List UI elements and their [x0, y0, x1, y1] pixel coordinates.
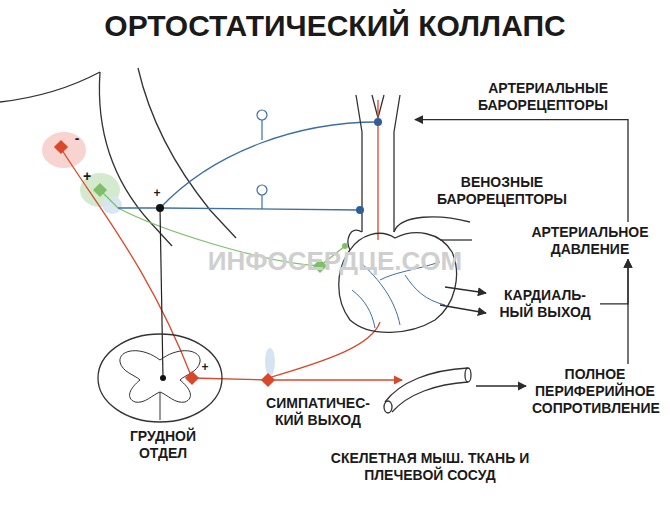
- node-text: ПОЛНОЕ ПЕРИФЕРИЙНОЕ СОПРОТИВЛЕНИЕ: [532, 366, 658, 416]
- watermark: ИНФОСЕРДЦЕ.COM: [170, 246, 500, 277]
- cardiac-sympathetic: [268, 322, 380, 378]
- diagram-title: ОРТОСТАТИЧЕСКИЙ КОЛЛАПС: [0, 8, 670, 44]
- arm-outline: [0, 68, 236, 246]
- resistance-arrow: [476, 385, 526, 386]
- sign-mark: +: [150, 186, 164, 200]
- flow-arrow: [627, 260, 628, 364]
- part-label: ГРУДНОЙ ОТДЕЛ: [118, 428, 208, 462]
- ganglion: [257, 110, 267, 209]
- spinal-cord: [98, 334, 222, 422]
- sign-mark: -: [70, 130, 84, 147]
- sensory-nerve: [62, 150, 192, 378]
- brachial-vessel: [384, 368, 471, 413]
- flow-arrow: [415, 120, 628, 222]
- text-node: КАРДИАЛЬ- НЫЙ ВЫХОД: [490, 285, 600, 323]
- receptor-zone: [42, 132, 86, 168]
- output-arrow: [445, 287, 486, 293]
- sympathetic-nerve: [192, 378, 268, 380]
- node-text: ВЕНОЗНЫЕ БАРОРЕЦЕПТОРЫ: [436, 174, 568, 208]
- sympathetic-ganglion: [265, 348, 275, 376]
- text-node: АРТЕРИАЛЬНОЕ ДАВЛЕНИЕ: [525, 222, 655, 260]
- text-node: ВЕНОЗНЫЕ БАРОРЕЦЕПТОРЫ: [432, 172, 572, 210]
- node-text: КАРДИАЛЬ- НЫЙ ВЫХОД: [494, 287, 596, 321]
- node-text: АРТЕРИАЛЬНОЕ ДАВЛЕНИЕ: [529, 224, 651, 258]
- venous-afferent: [118, 208, 360, 210]
- arterial-afferent: [160, 122, 378, 208]
- text-node: АРТЕРИАЛЬНЫЕ БАРОРЕЦЕПТОРЫ: [415, 78, 612, 123]
- sympathetic-arrow: [268, 379, 402, 380]
- node-text: СИМПАТИЧЕС- КИЙ ВЫХОД: [266, 395, 370, 429]
- sign-mark: +: [198, 360, 212, 374]
- text-node: ПОЛНОЕ ПЕРИФЕРИЙНОЕ СОПРОТИВЛЕНИЕ: [528, 364, 662, 418]
- spinal-nerve: [160, 208, 163, 378]
- receptor-zone: [102, 196, 122, 214]
- node-text: АРТЕРИАЛЬНЫЕ БАРОРЕЦЕПТОРЫ: [419, 80, 608, 114]
- sign-mark: +: [80, 168, 94, 185]
- text-node: СИМПАТИЧЕС- КИЙ ВЫХОД: [262, 393, 374, 431]
- flow-arrow: [600, 260, 628, 304]
- output-arrow: [440, 305, 486, 313]
- part-label: СКЕЛЕТНАЯ МЫШ. ТКАНЬ И ПЛЕЧЕВОЙ СОСУД: [330, 450, 530, 484]
